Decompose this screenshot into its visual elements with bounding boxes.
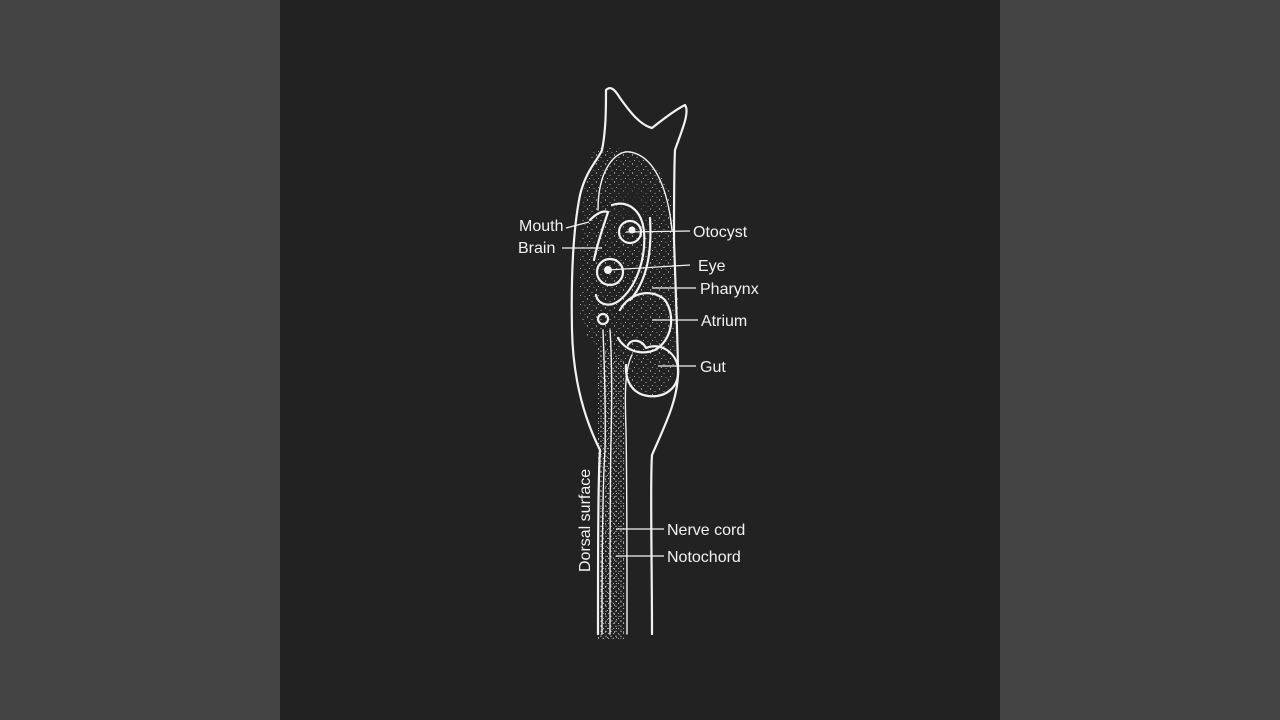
gut-tube-outline [624,354,633,635]
pharynx-outline [628,216,652,302]
brain-vesicle [594,202,646,306]
label-eye: Eye [698,258,726,275]
label-notochord: Notochord [667,549,741,566]
label-dorsal-surface: Dorsal surface [577,469,594,572]
mouth-structure [588,210,610,262]
label-gut: Gut [700,359,726,376]
diagram-panel: Mouth Brain Otocyst Eye Pharynx Atrium G… [280,0,1000,720]
notochord-outline [609,329,613,635]
atrium-outline [616,292,673,354]
label-pharynx: Pharynx [700,281,759,298]
label-nerve-cord: Nerve cord [667,522,745,539]
gut-outline [624,339,680,398]
label-brain: Brain [518,240,555,257]
label-otocyst: Otocyst [693,224,748,241]
larva-diagram: Mouth Brain Otocyst Eye Pharynx Atrium G… [518,87,759,640]
label-mouth: Mouth [519,218,563,235]
leader-lines [562,221,698,557]
anterior-lobe [597,151,673,231]
nerve-cord-outline [601,329,606,635]
notochord-tip [596,312,610,326]
label-atrium: Atrium [701,313,747,330]
